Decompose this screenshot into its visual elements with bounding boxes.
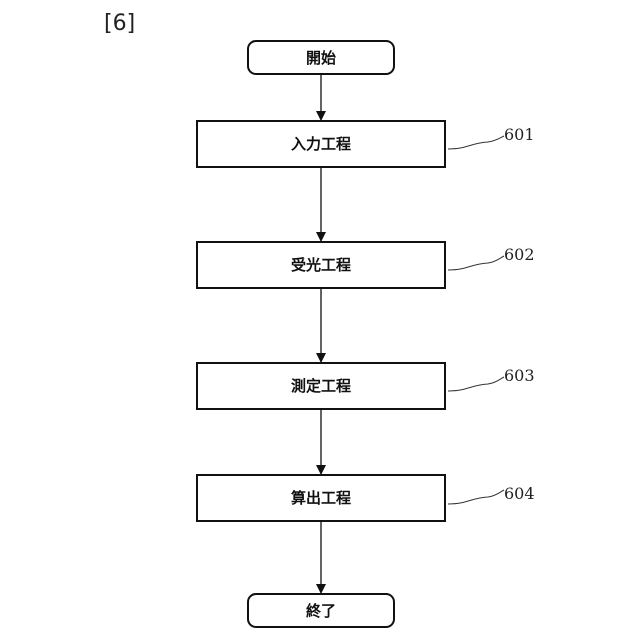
leader-line-602 — [448, 256, 504, 270]
ref-number-602: 602 — [504, 245, 535, 264]
ref-number-603: 603 — [504, 366, 535, 385]
leader-line-604 — [448, 490, 504, 504]
leader-line-601 — [448, 136, 504, 149]
end-label: 終了 — [306, 602, 336, 620]
ref-number-601: 601 — [504, 125, 535, 144]
step-label-receive-light: 受光工程 — [291, 256, 351, 274]
start-label: 開始 — [306, 49, 336, 67]
step-label-measure: 測定工程 — [291, 377, 351, 395]
step-label-input: 入力工程 — [291, 135, 351, 153]
figure-label: [6] — [104, 11, 135, 36]
leader-line-603 — [448, 377, 504, 391]
ref-number-604: 604 — [504, 484, 535, 503]
step-label-calculate: 算出工程 — [291, 489, 351, 507]
